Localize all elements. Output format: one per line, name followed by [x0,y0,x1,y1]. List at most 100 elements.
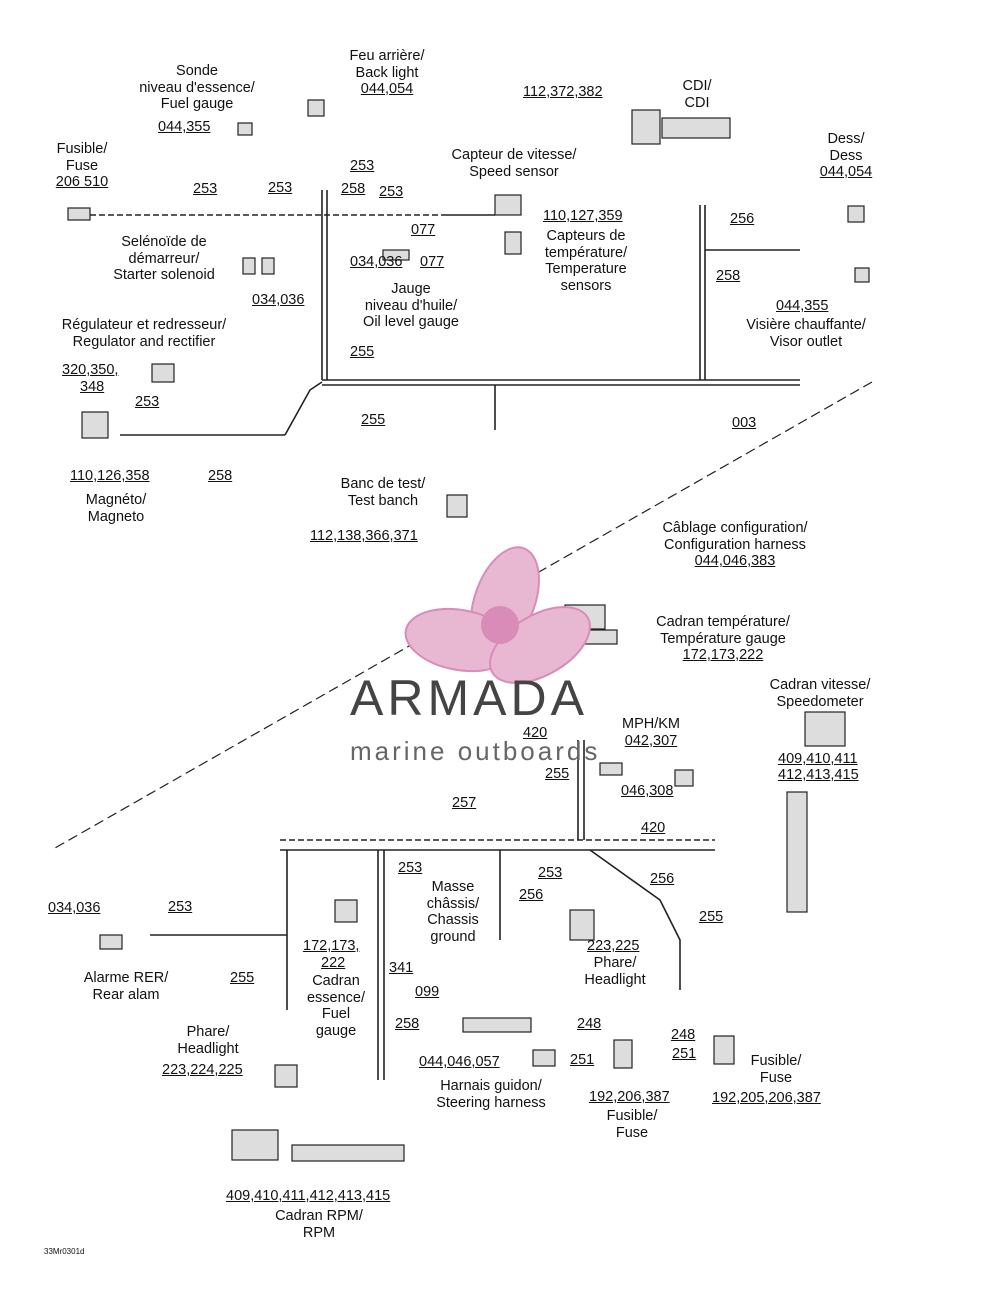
fuse-mid-symbol [613,1039,633,1069]
steering-plug [532,1049,556,1067]
headlight-right-symbol [569,909,595,941]
speed-sensor-symbol [494,194,522,216]
oil-gauge-symbol [382,249,410,261]
ref-number: 253 [538,865,563,881]
ref-number: 253 [168,899,193,915]
ref-number: 077 [420,254,445,270]
ref-number: 409,410,411 [778,751,858,767]
ref-number: 034,036 [350,254,403,270]
ref-number: 258 [716,268,741,284]
label-phare-right: Phare/Headlight [584,955,646,988]
steering-connector [462,1017,532,1033]
ref-number: 222 [321,955,346,971]
label-magneto: Magnéto/Magneto [85,492,147,525]
label-regulateur: Régulateur et redresseur/Regulator and r… [61,317,227,350]
ref-number: 223,225 [587,938,640,954]
ref-number: 044,355 [776,298,829,314]
ref-number: 251 [570,1052,595,1068]
label-cablage: Câblage configuration/Configuration harn… [662,520,808,569]
ref-number: 253 [135,394,160,410]
ref-number: 420 [641,820,666,836]
ref-number: 253 [379,184,404,200]
ref-number: 253 [350,158,375,174]
ref-number: 046,308 [621,783,674,799]
fuse-top-symbol [67,207,91,221]
temp-gauge-symbol [674,769,694,787]
ref-number: 255 [350,344,375,360]
alarm-symbol [99,934,123,950]
label-fusible-mid: Fusible/Fuse [606,1108,658,1141]
ref-number: 034,036 [48,900,101,916]
ref-number: 255 [699,909,724,925]
mph-symbol [599,762,623,776]
ref-number: 255 [361,412,386,428]
magneto-symbol [81,411,109,439]
regulator-symbol [151,363,175,383]
ref-number: 256 [650,871,675,887]
logo-name: ARMADA [350,670,588,726]
label-fusible-right: Fusible/Fuse [750,1053,802,1086]
rpm-connector [291,1144,405,1162]
label-phare-left: Phare/Headlight [177,1024,239,1057]
speedometer-symbol [804,711,846,747]
logo-sub: marine outboards [350,736,600,766]
ref-number: 258 [208,468,233,484]
back-light-symbol [307,99,325,117]
label-cdi: CDI/CDI [682,78,712,111]
ref-number: 034,036 [252,292,305,308]
rpm-gauge-symbol [231,1129,279,1161]
solenoid-symbol [242,257,256,275]
dess-symbol [847,205,865,223]
label-visiere: Visière chauffante/Visor outlet [746,317,866,350]
ref-number: 110,126,358 [70,468,150,484]
ref-number: 044,355 [158,119,211,135]
label-capteur-vitesse: Capteur de vitesse/Speed sensor [451,147,577,180]
ref-cdi: 112,372,382 [523,84,603,100]
ref-number: 255 [545,766,570,782]
solenoid-symbol-2 [261,257,275,275]
ref-number: 248 [671,1027,696,1043]
ref-number: 110,127,359 [543,208,623,224]
ref-number: 112,138,366,371 [310,528,418,544]
cdi-box-symbol [631,109,661,145]
ref-number: 223,224,225 [162,1062,243,1078]
ref-number: 044,046,057 [419,1054,500,1070]
ref-number: 253 [268,180,293,196]
ref-number: 192,206,387 [589,1089,670,1105]
ref-number: 255 [230,970,255,986]
harness-right-branch [589,849,681,990]
fuel-sender-symbol [237,122,253,136]
label-harnais: Harnais guidon/Steering harness [436,1078,546,1111]
armada-logo: ARMADA marine outboards [350,546,600,766]
ref-number: 253 [398,860,423,876]
ref-number: 320,350, [62,362,119,378]
ref-number: 077 [411,222,436,238]
ref-number: 348 [80,379,105,395]
ref-number: 256 [730,211,755,227]
ref-number: 248 [577,1016,602,1032]
ref-number: 409,410,411,412,413,415 [226,1188,391,1204]
headlight-left-symbol [274,1064,298,1088]
ref-number: 251 [672,1046,697,1062]
label-alarme: Alarme RER/Rear alam [83,970,169,1003]
label-banc: Banc de test/Test banch [340,476,426,509]
ref-number: 253 [193,181,218,197]
fuse-right-symbol [713,1035,735,1065]
ref-number: 412,413,415 [778,767,859,783]
ref-number: 172,173, [303,938,360,954]
ref-number: 420 [523,725,548,741]
ref-number: 341 [389,960,414,976]
ref-number: 258 [395,1016,420,1032]
ref-number: 258 [341,181,366,197]
